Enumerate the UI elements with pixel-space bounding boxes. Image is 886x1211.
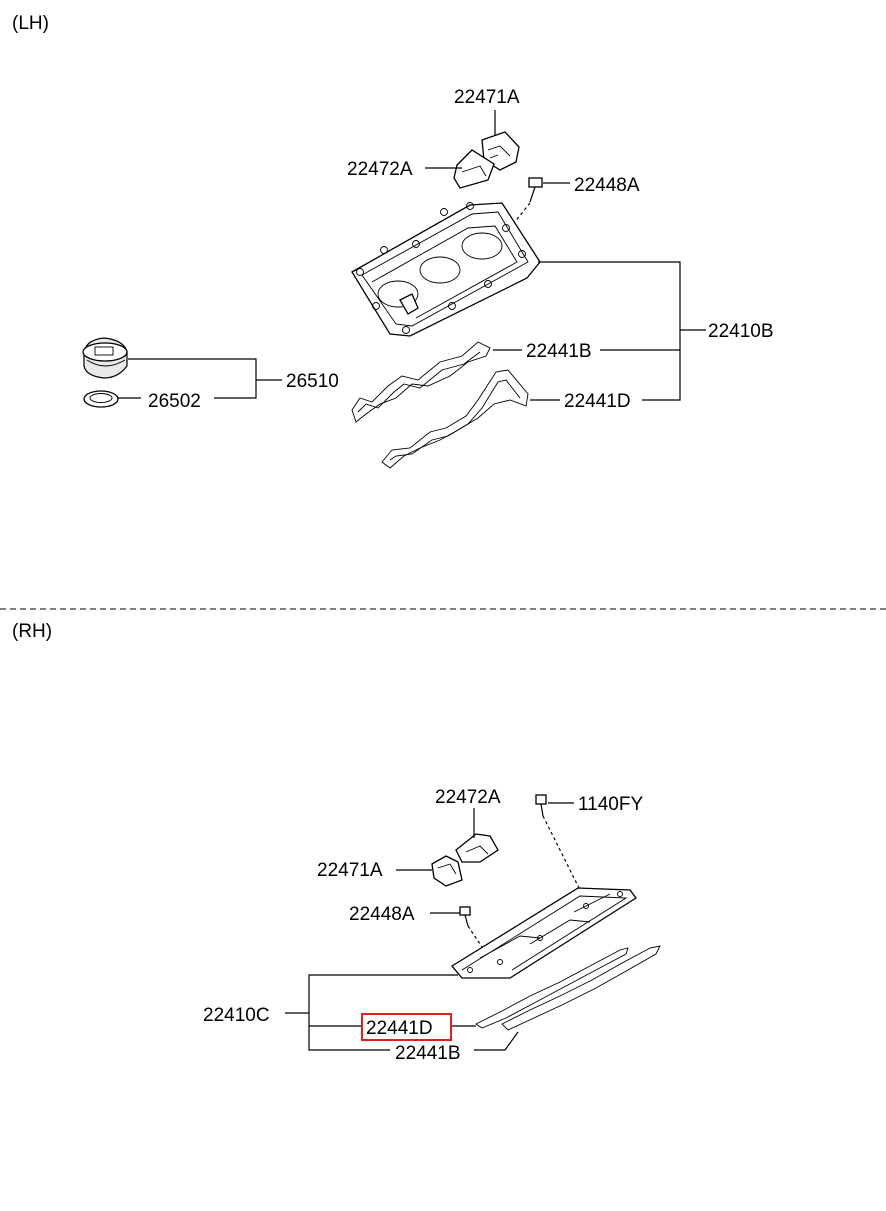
label-rh-22441b: 22441B — [395, 1043, 461, 1064]
label-rh-22448a: 22448A — [349, 904, 415, 925]
label-rh-1140fy: 1140FY — [578, 794, 643, 815]
rh-bolt-22448a-drawing[interactable] — [459, 906, 485, 951]
label-lh-22441d: 22441D — [564, 391, 631, 412]
label-rh-22441d[interactable]: 22441D — [366, 1018, 433, 1039]
oil-filler-cap-drawing[interactable] — [82, 337, 128, 379]
label-26502: 26502 — [148, 391, 201, 412]
rh-valve-cover-drawing[interactable] — [451, 887, 637, 979]
label-lh-22472a: 22472A — [347, 159, 413, 180]
oil-filler-seal-drawing[interactable] — [83, 390, 119, 408]
rh-bracket-22471a-drawing[interactable] — [431, 855, 463, 887]
rh-gasket-22441b-drawing[interactable] — [501, 945, 661, 1031]
label-lh-22410b: 22410B — [708, 321, 774, 342]
lh-gasket-22441b-drawing[interactable] — [351, 341, 491, 423]
label-lh-22441b: 22441B — [526, 341, 592, 362]
label-rh-22410c: 22410C — [203, 1005, 270, 1026]
rh-bracket-22472a-drawing[interactable] — [455, 833, 499, 863]
lh-bolt-22448a-drawing[interactable] — [509, 177, 543, 229]
rh-gasket-22441d-drawing[interactable] — [475, 947, 629, 1029]
rh-bolt-1140fy-drawing[interactable] — [535, 794, 581, 891]
label-rh-22471a: 22471A — [317, 860, 383, 881]
label-lh-22471a: 22471A — [454, 87, 520, 108]
lh-bracket-22472a-drawing[interactable] — [453, 149, 495, 189]
lh-valve-cover-drawing[interactable] — [351, 202, 541, 337]
section-label-lh: (LH) — [12, 13, 49, 34]
lh-gasket-22441d-drawing[interactable] — [381, 369, 529, 469]
section-label-rh: (RH) — [12, 621, 52, 642]
label-rh-22472a: 22472A — [435, 787, 501, 808]
label-lh-22448a: 22448A — [574, 175, 640, 196]
label-26510: 26510 — [286, 371, 339, 392]
highlight-box — [361, 1013, 452, 1041]
